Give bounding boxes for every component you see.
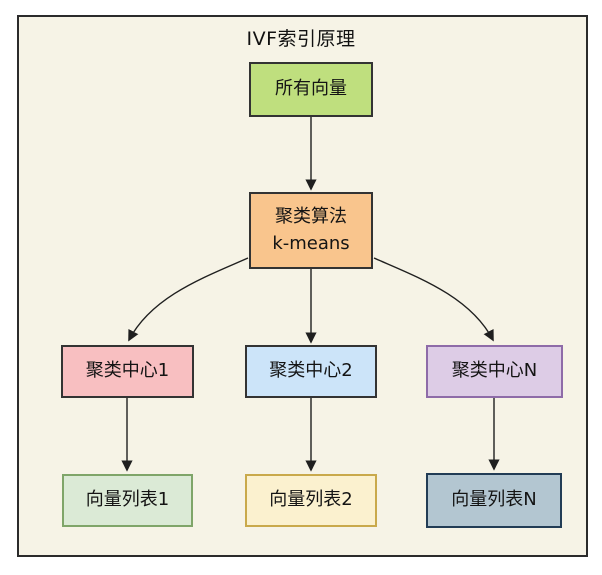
- node-cluster-center-2: 聚类中心2: [245, 345, 377, 398]
- node-vector-list-1: 向量列表1: [62, 474, 193, 527]
- node-cluster-center-n: 聚类中心N: [426, 345, 563, 398]
- node-vector-list-2: 向量列表2: [245, 474, 377, 527]
- node-kmeans: 聚类算法 k-means: [249, 192, 373, 269]
- node-vector-list-n: 向量列表N: [426, 473, 562, 528]
- diagram-title: IVF索引原理: [246, 28, 356, 50]
- node-all-vectors: 所有向量: [249, 62, 373, 117]
- node-cluster-center-1: 聚类中心1: [61, 345, 194, 398]
